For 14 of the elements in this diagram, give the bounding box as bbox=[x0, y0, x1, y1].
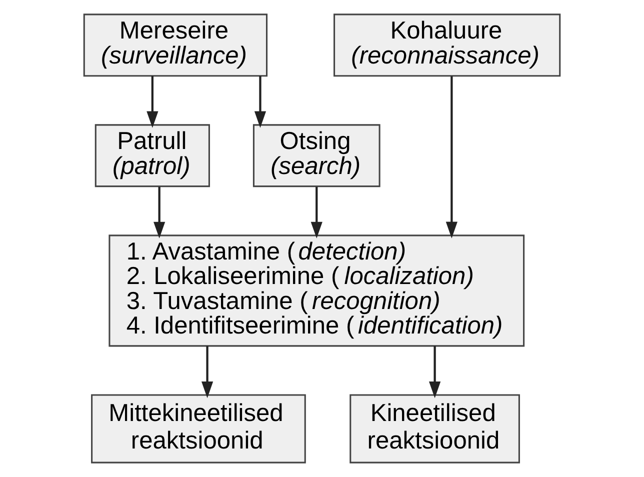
arrow bbox=[146, 76, 158, 128]
node-box: 1. Avastamine (detection) 2. Lokaliseerimine (localization) 3. Tuvastamine (recognition) 4. Identifitseerimine (identification) bbox=[108, 234, 525, 347]
node-box: Patrull (patrol) bbox=[94, 124, 210, 188]
arrow bbox=[310, 186, 322, 238]
node-box: Mittekineetilised reaktsioonid bbox=[91, 394, 306, 464]
arrow bbox=[201, 346, 214, 398]
arrow bbox=[446, 76, 458, 238]
node-box: Kohaluure (reconnaissance) bbox=[334, 14, 561, 77]
arrow bbox=[254, 76, 266, 128]
node-box: Otsing (search) bbox=[252, 124, 380, 188]
arrow bbox=[154, 186, 166, 238]
arrow bbox=[428, 346, 441, 398]
node-box: Mereseire (surveillance) bbox=[83, 14, 268, 77]
node-box: Kineetilised reaktsioonid bbox=[350, 394, 520, 464]
